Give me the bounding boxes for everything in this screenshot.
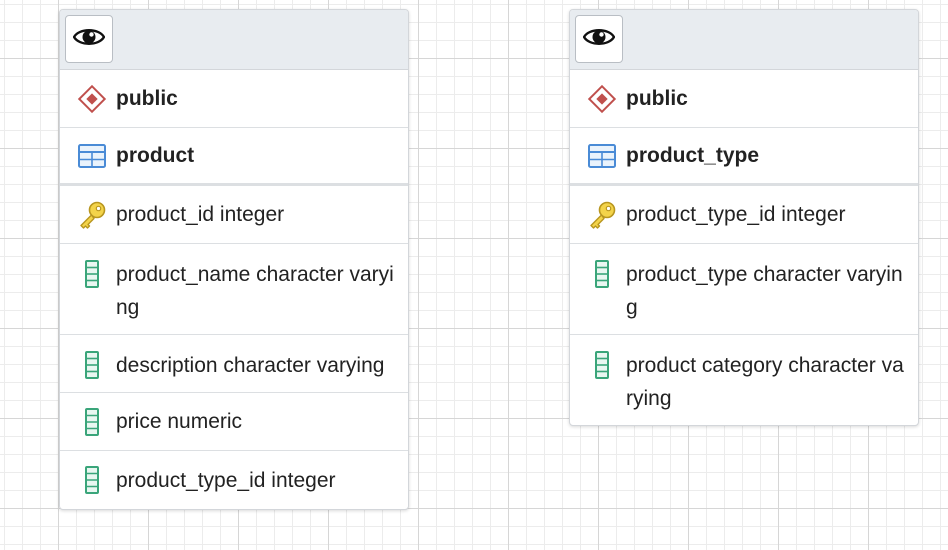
view-toggle-button[interactable]	[65, 15, 113, 63]
table-name-row: product_type	[570, 128, 918, 186]
table-header	[60, 10, 408, 70]
column-label: description character varying	[116, 354, 385, 377]
key-icon	[76, 199, 108, 231]
schema-name: public	[116, 87, 178, 110]
table-name-row: product	[60, 128, 408, 186]
column-icon	[76, 349, 108, 381]
table-node-product[interactable]: public product product_id integer	[59, 9, 409, 510]
schema-icon	[76, 83, 108, 115]
schema-name: public	[626, 87, 688, 110]
eye-icon	[72, 26, 106, 53]
column-icon	[586, 258, 618, 290]
column-icon	[76, 258, 108, 290]
eye-icon	[582, 26, 616, 53]
column-icon	[76, 406, 108, 438]
column-label: price numeric	[116, 410, 243, 433]
column-row-product-id[interactable]: product_id integer	[60, 186, 408, 244]
column-label: product category character varying	[626, 354, 904, 410]
table-name: product_type	[626, 144, 760, 167]
column-row-product-name[interactable]: product_name character varying	[60, 244, 408, 335]
column-row-product-category[interactable]: product category character varying	[570, 335, 918, 425]
view-toggle-button[interactable]	[575, 15, 623, 63]
column-row-price[interactable]: price numeric	[60, 393, 408, 451]
column-label: product_name character varying	[116, 263, 394, 319]
column-label: product_type_id integer	[626, 203, 846, 226]
column-row-product-type-id[interactable]: product_type_id integer	[60, 451, 408, 509]
schema-row: public	[60, 70, 408, 128]
table-icon	[76, 140, 108, 172]
column-icon	[586, 349, 618, 381]
table-header	[570, 10, 918, 70]
schema-row: public	[570, 70, 918, 128]
column-row-product-type-id[interactable]: product_type_id integer	[570, 186, 918, 244]
column-label: product_type_id integer	[116, 468, 336, 492]
schema-icon	[586, 83, 618, 115]
key-icon	[586, 199, 618, 231]
table-node-product-type[interactable]: public product_type product_type_id inte…	[569, 9, 919, 426]
table-name: product	[116, 144, 195, 167]
column-row-description[interactable]: description character varying	[60, 335, 408, 393]
column-icon	[76, 464, 108, 496]
column-label: product_id integer	[116, 203, 285, 226]
column-row-product-type[interactable]: product_type character varying	[570, 244, 918, 335]
column-label: product_type character varying	[626, 263, 903, 319]
table-icon	[586, 140, 618, 172]
